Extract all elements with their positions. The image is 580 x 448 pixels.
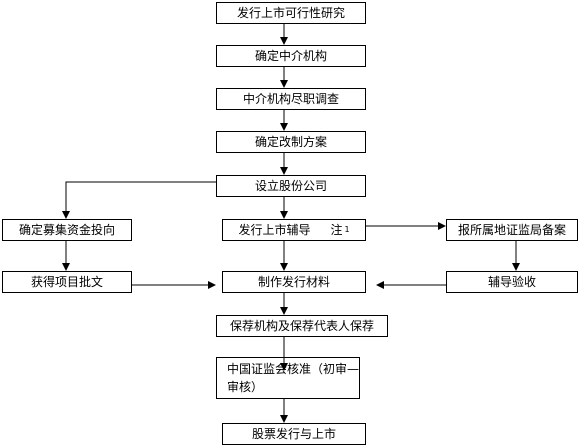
node-sponsor: 保荐机构及保荐代表人保荐 xyxy=(216,315,388,337)
node-restructuring-plan: 确定改制方案 xyxy=(216,131,366,153)
node-project-approval: 获得项目批文 xyxy=(2,271,132,293)
node-due-diligence: 中介机构尽职调查 xyxy=(216,88,366,110)
arrow-establish-to-fund-investment xyxy=(62,181,216,219)
footnote-label: 注 xyxy=(330,223,343,237)
node-issuance-materials: 制作发行材料 xyxy=(222,271,366,293)
node-csrc-approval: 中国证监会核准（初审— 审核） xyxy=(216,357,360,399)
node-issuance-listing: 股票发行与上市 xyxy=(222,423,366,445)
node-feasibility-study: 发行上市可行性研究 xyxy=(216,2,366,24)
node-counseling-acceptance: 辅导验收 xyxy=(446,271,578,293)
node-establish-company: 设立股份公司 xyxy=(216,175,366,197)
node-fund-investment: 确定募集资金投向 xyxy=(2,219,132,241)
node-filing: 报所属地证监局备案 xyxy=(446,219,578,241)
footnote-mark: 1 xyxy=(344,225,350,234)
node-determine-intermediary: 确定中介机构 xyxy=(216,45,366,67)
